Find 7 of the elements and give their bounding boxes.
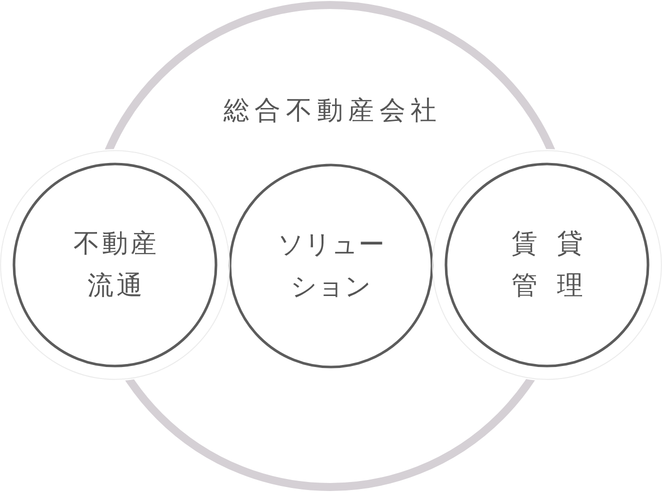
circle-node <box>432 150 662 380</box>
circle-node <box>0 150 230 380</box>
group-title: 総合不動産会社 <box>222 95 442 128</box>
node-label: ソリューション <box>276 228 386 304</box>
node-label: 賃貸管理 <box>510 228 604 303</box>
node-label: 不動産流通 <box>72 228 160 303</box>
circle-node <box>228 163 434 369</box>
